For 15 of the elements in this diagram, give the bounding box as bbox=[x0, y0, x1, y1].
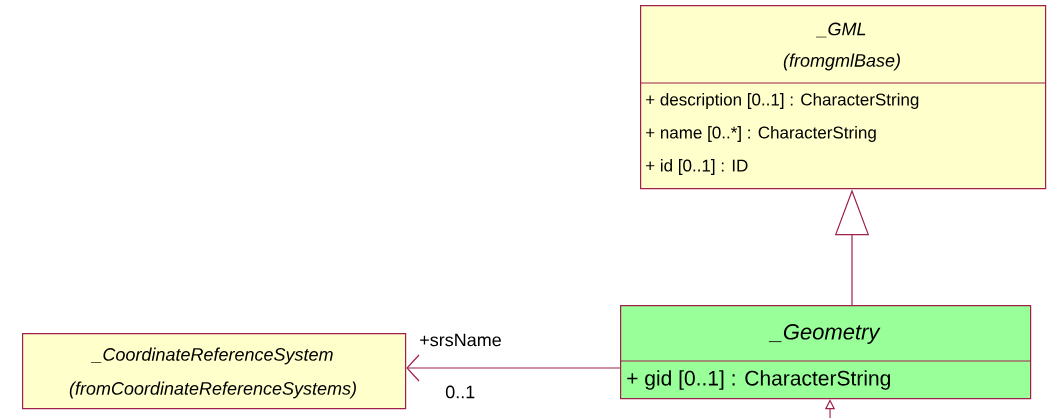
class-name: _CoordinateReferenceSystem bbox=[91, 347, 333, 365]
edge-label: +srsName bbox=[420, 333, 501, 347]
package-note: (fromCoordinateReferenceSystems) bbox=[69, 381, 356, 399]
attribute: + id [0..1] : ID bbox=[646, 159, 748, 175]
package-note: (fromgmlBase) bbox=[783, 53, 900, 71]
uml-class-box bbox=[22, 333, 407, 410]
attribute: + description [0..1] : CharacterString bbox=[646, 93, 919, 109]
uml-class-box bbox=[639, 5, 1047, 190]
uml-class-box bbox=[619, 305, 1032, 400]
arrow bbox=[406, 354, 621, 382]
class-name: _GML bbox=[816, 22, 866, 38]
class-name: _Geometry bbox=[768, 324, 881, 344]
attribute: + name [0..*] : CharacterString bbox=[646, 126, 876, 142]
multiplicity-label: 0..1 bbox=[445, 385, 475, 399]
attribute: + gid [0..1] : CharacterString bbox=[627, 370, 890, 390]
